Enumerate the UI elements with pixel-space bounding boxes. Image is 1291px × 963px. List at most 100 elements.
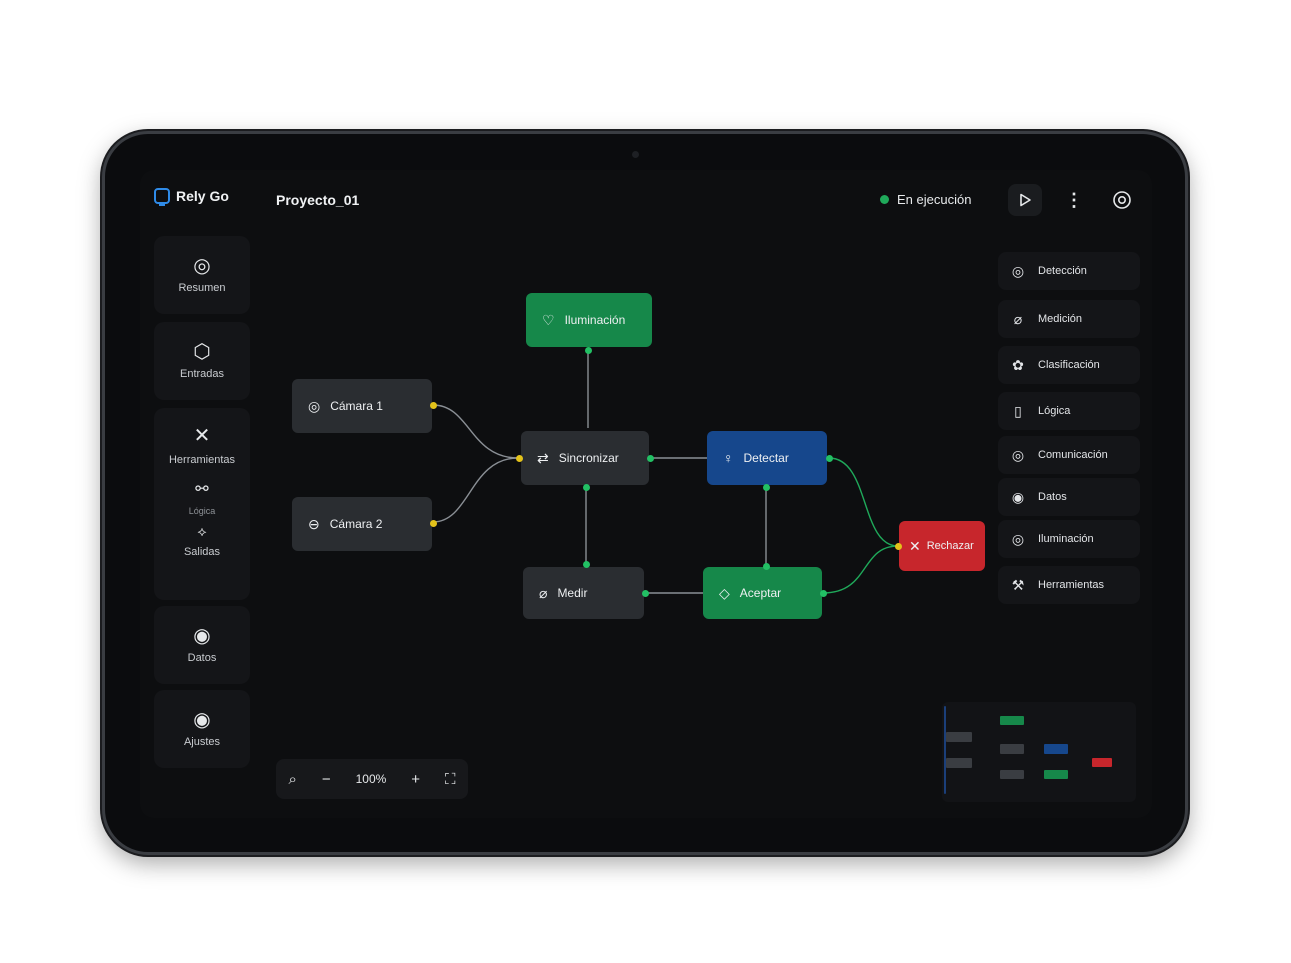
- port-medir-top[interactable]: [583, 561, 590, 568]
- sidebar-item-entradas[interactable]: ⬡ Entradas: [154, 322, 250, 400]
- minimap-node: [946, 732, 972, 742]
- zoom-in-button[interactable]: +: [411, 770, 421, 788]
- port-sincronizar-in[interactable]: [516, 455, 523, 462]
- sidebar-item-salidas[interactable]: Salidas: [183, 546, 221, 558]
- panel-item-label: Iluminación: [1038, 533, 1094, 545]
- minimap-node: [1044, 770, 1068, 779]
- logic-icon: ⚯: [195, 481, 209, 498]
- sidebar-item-label: Resumen: [178, 282, 226, 294]
- data-icon: ◉: [1011, 488, 1025, 505]
- sidebar-group-tools: ✕ Herramientas ⚯ Lógica ⟡ Salidas: [154, 408, 250, 600]
- panel-item-label: Clasificación: [1038, 359, 1100, 371]
- app-name: Rely Go: [176, 188, 229, 204]
- node-aceptar[interactable]: ◇ Aceptar: [703, 567, 822, 619]
- minimap-viewport: [944, 706, 946, 794]
- port-medir-out[interactable]: [642, 590, 649, 597]
- run-status: En ejecución: [880, 192, 971, 207]
- node-detectar[interactable]: ♀ Detectar: [707, 431, 827, 485]
- edge-aceptar-rechazar: [822, 545, 899, 594]
- minimap[interactable]: [942, 702, 1136, 802]
- project-title: Proyecto_01: [276, 192, 360, 208]
- close-icon: ✕: [909, 537, 921, 554]
- logo-icon: [154, 188, 170, 206]
- panel-item-datos[interactable]: ◉ Datos: [998, 478, 1140, 516]
- sidebar-item-resumen[interactable]: ◎ Resumen: [154, 236, 250, 314]
- zoom-level: 100%: [355, 772, 387, 786]
- outputs-icon: ⟡: [197, 523, 207, 539]
- sync-icon: ⇄: [537, 449, 549, 466]
- minimap-node: [1000, 770, 1024, 779]
- minimap-node: [1000, 716, 1024, 725]
- panel-item-deteccion[interactable]: ◎ Detección: [998, 252, 1140, 290]
- fullscreen-icon[interactable]: ⛶: [445, 770, 456, 788]
- port-detectar-out[interactable]: [826, 455, 833, 462]
- port-rechazar-in[interactable]: [895, 543, 902, 550]
- port-aceptar-top[interactable]: [763, 563, 770, 570]
- more-button[interactable]: ⋮: [1057, 184, 1091, 216]
- node-iluminacion[interactable]: ♡ Iluminación: [526, 293, 652, 347]
- node-label: Rechazar: [926, 540, 974, 552]
- sidebar-item-label: Datos: [187, 652, 217, 664]
- settings-button[interactable]: [1105, 184, 1139, 216]
- panel-item-medicion[interactable]: ⌀ Medición: [998, 300, 1140, 338]
- panel-item-iluminacion[interactable]: ◎ Iluminación: [998, 520, 1140, 558]
- port-iluminacion-out[interactable]: [585, 347, 592, 354]
- detection-icon: ◎: [1011, 262, 1025, 279]
- brand: Rely Go: [154, 188, 229, 206]
- minimap-node: [1092, 758, 1112, 767]
- flow-edges: [432, 350, 899, 594]
- status-label: En ejecución: [897, 192, 972, 207]
- measure-icon: ⌀: [1013, 310, 1023, 327]
- run-button[interactable]: [1008, 184, 1042, 216]
- panel-item-label: Detección: [1038, 265, 1087, 277]
- sidebar-item-herramientas[interactable]: Herramientas: [168, 454, 236, 466]
- node-sincronizar[interactable]: ⇄ Sincronizar: [521, 431, 649, 485]
- sidebar-item-ajustes[interactable]: ◉ Ajustes: [154, 690, 250, 768]
- panel-item-logica[interactable]: ▯ Lógica: [998, 392, 1140, 430]
- tools-icon: ⚒: [1011, 576, 1025, 593]
- settings-icon: [1113, 191, 1131, 209]
- panel-item-herramientas[interactable]: ⚒ Herramientas: [998, 566, 1140, 604]
- zoom-out-button[interactable]: −: [321, 770, 331, 788]
- edge-detectar-rechazar: [828, 457, 899, 547]
- more-vertical-icon: ⋮: [1065, 189, 1083, 210]
- port-sincronizar-out[interactable]: [647, 455, 654, 462]
- zoom-toolbar: ⌕ − 100% + ⛶: [276, 759, 468, 799]
- ruler-icon: ⌀: [539, 584, 548, 601]
- port-camara1-out[interactable]: [430, 402, 437, 409]
- node-medir[interactable]: ⌀ Medir: [523, 567, 644, 619]
- bulb-icon: ♡: [542, 311, 555, 328]
- play-icon: [1020, 193, 1031, 207]
- node-rechazar[interactable]: ✕ Rechazar: [899, 521, 985, 571]
- overlay-label: Lógica: [188, 506, 216, 516]
- classification-icon: ✿: [1012, 356, 1024, 373]
- search-icon[interactable]: ⌕: [288, 770, 297, 788]
- logic-icon: ▯: [1014, 402, 1022, 419]
- edge-camara1-sincronizar: [432, 404, 519, 459]
- node-label: Cámara 2: [329, 517, 383, 531]
- node-camara-1[interactable]: ◎ Cámara 1: [292, 379, 432, 433]
- panel-item-label: Herramientas: [1038, 579, 1105, 591]
- sidebar-item-label: Ajustes: [183, 736, 221, 748]
- port-detectar-bottom[interactable]: [763, 484, 770, 491]
- panel-item-label: Medición: [1038, 313, 1083, 325]
- port-aceptar-out[interactable]: [820, 590, 827, 597]
- tools-icon[interactable]: ✕: [193, 425, 211, 447]
- minimap-node: [946, 758, 972, 768]
- minimap-node: [1000, 744, 1024, 754]
- camera-icon: ◎: [308, 397, 321, 414]
- panel-item-label: Datos: [1038, 491, 1067, 503]
- settings-icon: ◉: [193, 709, 211, 731]
- sidebar-item-datos[interactable]: ◉ Datos: [154, 606, 250, 684]
- front-camera: [632, 151, 639, 158]
- panel-item-clasificacion[interactable]: ✿ Clasificación: [998, 346, 1140, 384]
- data-icon: ◉: [193, 625, 211, 647]
- node-label: Medir: [557, 586, 588, 600]
- node-label: Iluminación: [564, 313, 626, 327]
- node-camara-2[interactable]: ⊖ Cámara 2: [292, 497, 432, 551]
- panel-item-comunicacion[interactable]: ◎ Comunicación: [998, 436, 1140, 474]
- status-dot: [880, 195, 889, 204]
- communication-icon: ◎: [1011, 446, 1025, 463]
- port-camara2-out[interactable]: [430, 520, 437, 527]
- port-sincronizar-bottom[interactable]: [583, 484, 590, 491]
